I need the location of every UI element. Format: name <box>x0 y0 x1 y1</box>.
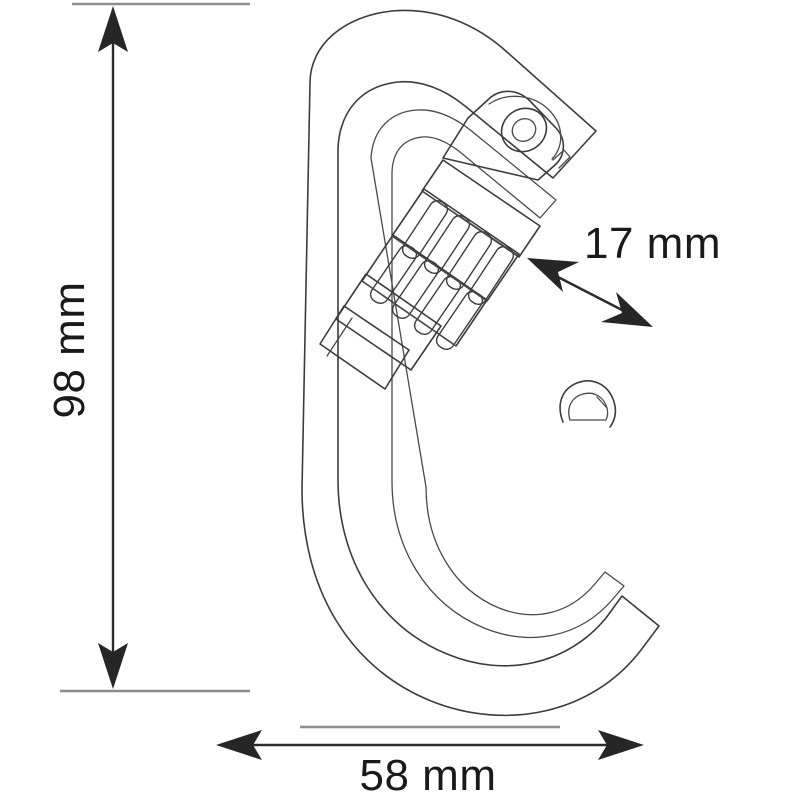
hinge-pin-inner-circle <box>511 118 537 142</box>
gate-collar-lower <box>335 273 442 371</box>
gate-hinge-head <box>442 90 565 181</box>
height-arrow-down-icon <box>98 643 128 689</box>
gate-opening-arrow-upleft-icon <box>527 258 579 292</box>
width-arrow-right-icon <box>598 730 644 760</box>
gate-opening-arrow-downright-icon <box>601 292 653 327</box>
gate-assembly <box>319 90 571 390</box>
nose-notch <box>596 396 608 409</box>
frame-outer-outline <box>301 9 660 717</box>
height-arrow-up-icon <box>98 6 128 52</box>
locking-sleeve-top-collar <box>421 159 541 258</box>
knurl-ribs-lower <box>369 244 484 351</box>
height-dimension: 98 mm <box>45 6 128 689</box>
extension-lines <box>60 2 560 729</box>
sleeve-seam-top <box>421 190 520 257</box>
nose-outer <box>559 380 617 428</box>
gate-lower-body-edge <box>326 317 353 357</box>
carabiner-nose <box>559 380 617 428</box>
carabiner-frame <box>301 9 660 717</box>
width-dimension: 58 mm <box>216 730 644 800</box>
height-dimension-label: 98 mm <box>45 282 94 419</box>
locking-sleeve-lower-band <box>361 234 488 347</box>
gate-opening-dimension-line <box>555 274 623 312</box>
width-dimension-label: 58 mm <box>360 751 497 800</box>
sleeve-seam-upper <box>391 235 488 302</box>
hinge-pin-outer-circle <box>500 107 548 153</box>
hinge-bracket-arc <box>488 95 562 160</box>
gate-opening-dimension: 17 mm <box>527 219 721 327</box>
gate-opening-dimension-label: 17 mm <box>584 219 721 268</box>
hinge-head-notch <box>552 149 571 169</box>
frame-inner-outline <box>370 109 625 639</box>
nose-inner-hook <box>568 392 609 421</box>
sleeve-seam-lower <box>361 280 457 347</box>
width-arrow-left-icon <box>216 730 262 760</box>
